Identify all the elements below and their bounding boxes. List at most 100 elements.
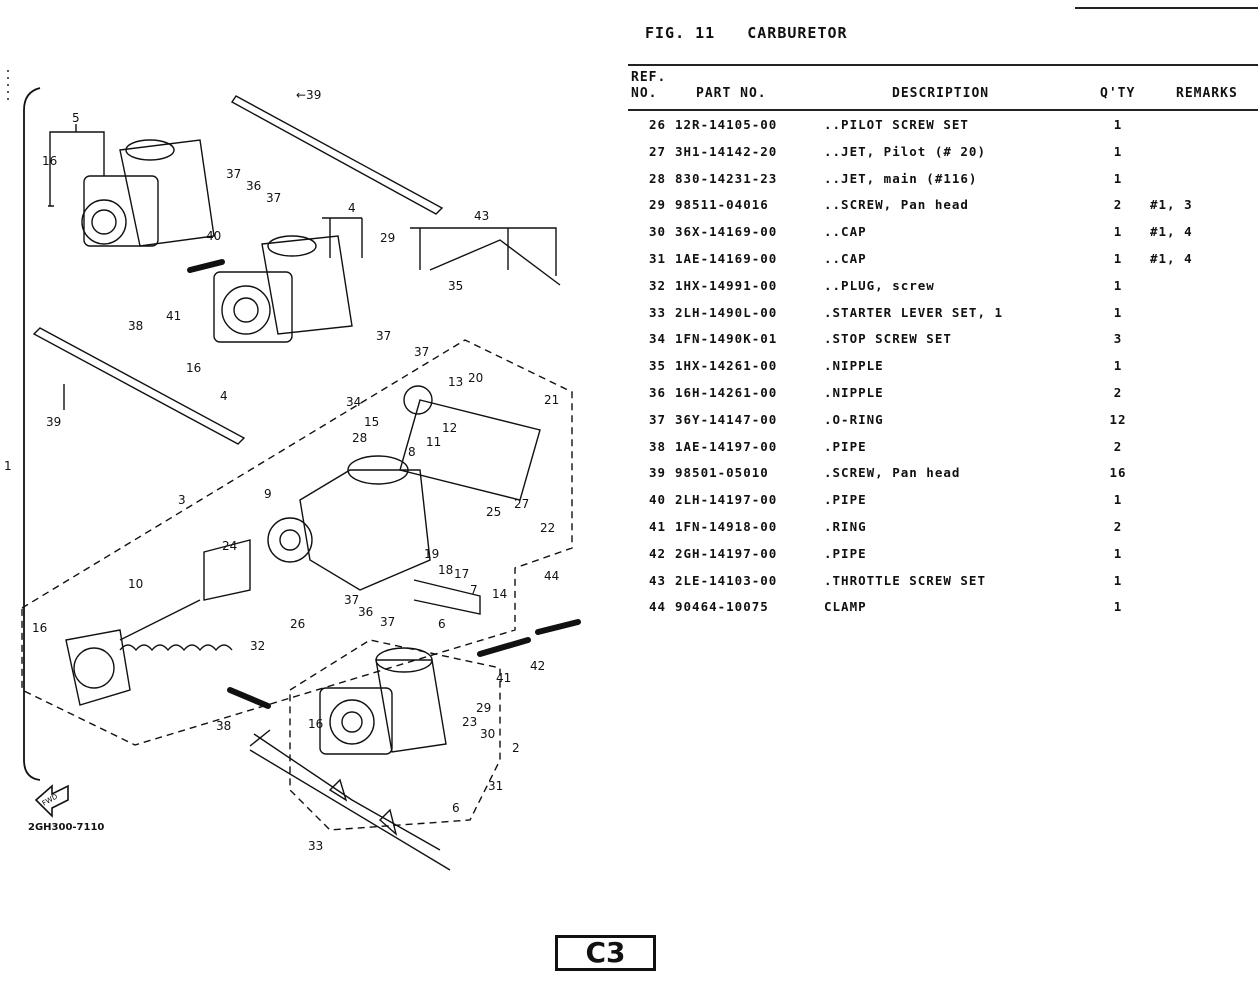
page-number: C3 [555, 935, 656, 971]
qty-cell: 2 [1113, 197, 1123, 213]
callout-28: 28 [352, 431, 367, 445]
part-no-cell: 3H1-14142-20 [675, 143, 778, 159]
callout-16-b: 16 [186, 361, 201, 375]
callout-25: 25 [486, 505, 501, 519]
callout-2: 2 [512, 741, 520, 755]
callout-11: 11 [426, 435, 441, 449]
callout-37-a: 37 [226, 167, 241, 181]
callout-18: 18 [438, 563, 453, 577]
ref-cell: 27 [648, 143, 666, 159]
callout-39-top: ←39 [296, 88, 321, 102]
description-cell: .PIPE [824, 438, 867, 454]
callout-29-a: 29 [380, 231, 395, 245]
qty-cell: 1 [1113, 358, 1123, 374]
callout-10: 10 [128, 577, 143, 591]
callout-32: 32 [250, 639, 265, 653]
callout-14: 14 [492, 587, 507, 601]
callout-21: 21 [544, 393, 559, 407]
callout-16-d: 16 [308, 717, 323, 731]
part-no-cell: 36Y-14147-00 [675, 411, 778, 427]
table-row: 27 3H1-14142-20 ..JET, Pilot (# 20) 1 [628, 138, 1258, 165]
description-cell: .SCREW, Pan head [824, 465, 961, 481]
part-no-cell: 1HX-14991-00 [675, 277, 778, 293]
qty-cell: 1 [1113, 143, 1123, 159]
callout-7: 7 [470, 583, 478, 597]
callout-24: 24 [222, 539, 237, 553]
remarks-cell: #1, 4 [1150, 224, 1193, 240]
callout-19: 19 [424, 547, 439, 561]
ref-cell: 30 [648, 224, 666, 240]
callout-35: 35 [448, 279, 463, 293]
qty-cell: 1 [1113, 224, 1123, 240]
callout-30: 30 [480, 727, 495, 741]
part-no-cell: 98511-04016 [675, 197, 769, 213]
callout-33: 33 [308, 839, 323, 853]
qty-cell: 16 [1109, 465, 1127, 481]
description-cell: ..PLUG, screw [824, 277, 935, 293]
description-cell: ..SCREW, Pan head [824, 197, 969, 213]
ref-cell: 28 [648, 170, 666, 186]
part-no-cell: 90464-10075 [675, 599, 769, 615]
description-cell: ..JET, Pilot (# 20) [824, 143, 986, 159]
remarks-cell: #1, 4 [1150, 250, 1193, 266]
part-no-cell: 16H-14261-00 [675, 384, 778, 400]
table-top-rule [628, 64, 1258, 66]
qty-cell: 1 [1113, 572, 1123, 588]
callout-5: 5 [72, 111, 80, 125]
callout-37-d: 37 [414, 345, 429, 359]
part-no-cell: 1FN-14918-00 [675, 518, 778, 534]
part-no-cell: 2LH-1490L-00 [675, 304, 778, 320]
description-cell: .NIPPLE [824, 358, 884, 374]
qty-cell: 1 [1113, 599, 1123, 615]
qty-cell: 1 [1113, 304, 1123, 320]
table-header: REF. NO. PART NO. DESCRIPTION Q'TY REMAR… [628, 68, 1258, 106]
description-cell: .PIPE [824, 545, 867, 561]
ref-cell: 33 [648, 304, 666, 320]
callout-26: 26 [290, 617, 305, 631]
diagram-code: 2GH300-7110 [28, 822, 105, 833]
figure-label: FIG. 11 [645, 24, 716, 42]
callout-41-b: 41 [496, 671, 511, 685]
callout-41-a: 41 [166, 309, 181, 323]
part-no-cell: 830-14231-23 [675, 170, 778, 186]
callout-40: 40 [206, 229, 221, 243]
ref-cell: 41 [648, 518, 666, 534]
callout-29-b: 29 [476, 701, 491, 715]
description-cell: .STARTER LEVER SET, 1 [824, 304, 1004, 320]
callout-37-c: 37 [376, 329, 391, 343]
header-part-no: PART NO. [696, 86, 767, 101]
part-no-cell: 1AE-14197-00 [675, 438, 778, 454]
table-header-rule [628, 109, 1258, 111]
qty-cell: 3 [1113, 331, 1123, 347]
ref-cell: 34 [648, 331, 666, 347]
qty-cell: 2 [1113, 438, 1123, 454]
description-cell: .RING [824, 518, 867, 534]
callout-43: 43 [474, 209, 489, 223]
description-cell: ..CAP [824, 224, 867, 240]
callout-38-b: 38 [216, 719, 231, 733]
ref-cell: 36 [648, 384, 666, 400]
callout-9: 9 [264, 487, 272, 501]
carburetor-exploded-diagram: ←39 5 16 37 36 37 4 29 43 40 38 41 16 4 … [4, 70, 581, 871]
description-cell: ..PILOT SCREW SET [824, 117, 969, 132]
callout-44: 44 [544, 569, 559, 583]
qty-cell: 1 [1113, 117, 1123, 132]
callout-23: 23 [462, 715, 477, 729]
ref-cell: 42 [648, 545, 666, 561]
qty-cell: 2 [1113, 518, 1123, 534]
description-cell: .STOP SCREW SET [824, 331, 952, 347]
description-cell: .O-RING [824, 411, 884, 427]
table-row: 41 1FN-14918-00 .RING 2 [628, 513, 1258, 540]
part-no-cell: 12R-14105-00 [675, 117, 778, 132]
description-cell: ..CAP [824, 250, 867, 266]
figure-heading: FIG. 11 CARBURETOR [645, 24, 870, 42]
